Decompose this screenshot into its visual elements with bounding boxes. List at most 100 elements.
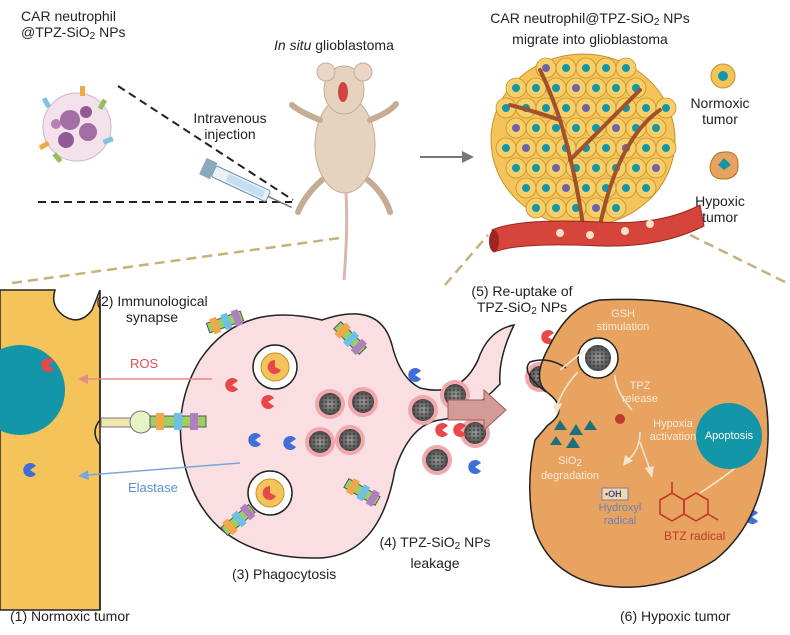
hypoxic-tumor-label: (6) Hypoxic tumor xyxy=(620,608,731,624)
tumor-cell xyxy=(565,117,587,139)
normoxic-cell-edge xyxy=(94,300,101,610)
car-receptor xyxy=(205,309,245,335)
elastase-label: Elastase xyxy=(128,480,178,495)
tumor-cell xyxy=(645,117,667,139)
elastase-molecule xyxy=(283,436,296,451)
tpz-line1: TPZ xyxy=(629,380,651,392)
tumor-cell xyxy=(605,77,627,99)
car-receptors xyxy=(205,309,381,537)
leak-suffix: NPs xyxy=(460,534,491,550)
tumor-cell xyxy=(555,177,577,199)
leak-prefix: (4) TPZ-SiO xyxy=(379,534,455,550)
synapse-line1: (2) Immunological xyxy=(96,293,208,309)
tumor-cell xyxy=(535,177,557,199)
reuptake-suffix: NPs xyxy=(536,299,568,315)
car-label-line1: CAR neutrophil xyxy=(21,8,116,24)
tumor-cell xyxy=(595,137,617,159)
nanoparticle xyxy=(408,395,438,425)
mouse-icon xyxy=(289,62,399,281)
nanoparticle xyxy=(422,445,452,475)
reuptake-line1: (5) Re-uptake of xyxy=(471,283,573,299)
hypoxia-label: Hypoxia activation xyxy=(638,418,708,444)
elastase-molecule xyxy=(248,433,261,448)
hypoxic-legend-line2: tumor xyxy=(702,209,738,225)
tumor-cell xyxy=(505,77,527,99)
tumor-cell xyxy=(625,157,647,179)
tumor-cell xyxy=(575,137,597,159)
tumor-cell xyxy=(495,97,517,119)
iv-line1: Intravenous xyxy=(193,110,267,126)
normoxic-tumor-legend-icon xyxy=(710,63,736,89)
elastase-arrow xyxy=(78,462,241,480)
tumor-cell xyxy=(565,77,587,99)
tumor-cell xyxy=(595,57,617,79)
tumor-cell xyxy=(615,177,637,199)
tumor-cell xyxy=(505,117,527,139)
gsh-line1: GSH xyxy=(611,308,635,320)
btz-molecule-icon xyxy=(659,482,719,522)
car-label-line2: @TPZ-SiO2 NPs xyxy=(21,24,126,45)
in-situ-italic: In situ xyxy=(274,37,312,53)
reuptake-label: (5) Re-uptake of TPZ-SiO2 NPs xyxy=(447,283,597,320)
car-label-suffix: NPs xyxy=(95,24,126,40)
internal-arrows xyxy=(556,349,751,494)
ros-molecule xyxy=(261,394,274,410)
migrate-line2: migrate into glioblastoma xyxy=(512,31,668,47)
elastase-molecule xyxy=(468,460,481,475)
sio2-line2: degradation xyxy=(540,470,600,482)
arrowhead-b xyxy=(623,455,633,466)
tumor-cell xyxy=(655,97,677,119)
tumor-cell xyxy=(615,97,637,119)
tumor-cell xyxy=(635,137,657,159)
sio2-line1: SiO2 xyxy=(530,455,610,470)
hydroxyl-line1: Hydroxyl xyxy=(598,502,642,514)
ros-molecule xyxy=(225,378,238,392)
hypoxic-tumor-legend-icon xyxy=(709,151,739,180)
glioblastoma-mass xyxy=(490,53,677,227)
migrate-line1: CAR neutrophil@TPZ-SiO2 NPs xyxy=(440,10,740,31)
tumor-cell xyxy=(605,197,627,219)
iv-line2: injection xyxy=(204,126,256,142)
reuptake-line2: TPZ-SiO2 NPs xyxy=(447,299,597,320)
elastase-molecule xyxy=(23,463,36,477)
divider-right xyxy=(689,233,786,284)
tumor-cell xyxy=(635,177,657,199)
elastase-molecule xyxy=(408,368,421,383)
in-situ-label: In situ glioblastoma xyxy=(274,37,394,53)
tumor-cell xyxy=(575,57,597,79)
tumor-cell xyxy=(615,57,637,79)
hydroxyl-label: Hydroxyl radical xyxy=(585,502,655,528)
ros-molecule xyxy=(435,423,448,437)
phagosome-top xyxy=(252,344,298,390)
gsh-line2: stimulation xyxy=(596,321,650,333)
arrowhead-c xyxy=(645,466,654,478)
normoxic-legend-label: Normoxic tumor xyxy=(680,95,760,127)
migrate-arrow xyxy=(420,151,474,163)
migrate-sub: 2 xyxy=(653,17,660,28)
tumor-cell xyxy=(535,57,557,79)
hydroxyl-radical-badge xyxy=(601,487,629,501)
leak-sub: 2 xyxy=(454,541,461,552)
reuptake-arrow xyxy=(447,388,507,432)
ros-molecule xyxy=(453,423,466,437)
hypoxia-line2: activation xyxy=(649,431,697,443)
normoxic-legend-line2: tumor xyxy=(702,111,738,127)
ros-molecule xyxy=(541,330,554,344)
divider-mid xyxy=(444,234,489,286)
hypoxic-legend-line1: Hypoxic xyxy=(695,193,745,209)
oh-label: •OH xyxy=(605,489,622,499)
tumor-cell xyxy=(535,137,557,159)
tumor-cell xyxy=(515,177,537,199)
nanoparticle xyxy=(315,389,345,419)
tumor-cell xyxy=(575,97,597,119)
hydroxyl-line2: radical xyxy=(603,515,637,527)
btz-label: BTZ radical xyxy=(664,529,726,543)
reuptake-sub: 2 xyxy=(531,306,537,317)
tumor-cell xyxy=(505,157,527,179)
apoptosis-label: Apoptosis xyxy=(704,430,754,442)
leakage-label: (4) TPZ-SiO2 NPs leakage xyxy=(355,534,515,571)
nanoparticle xyxy=(305,427,335,457)
blood-vessel xyxy=(489,204,705,253)
